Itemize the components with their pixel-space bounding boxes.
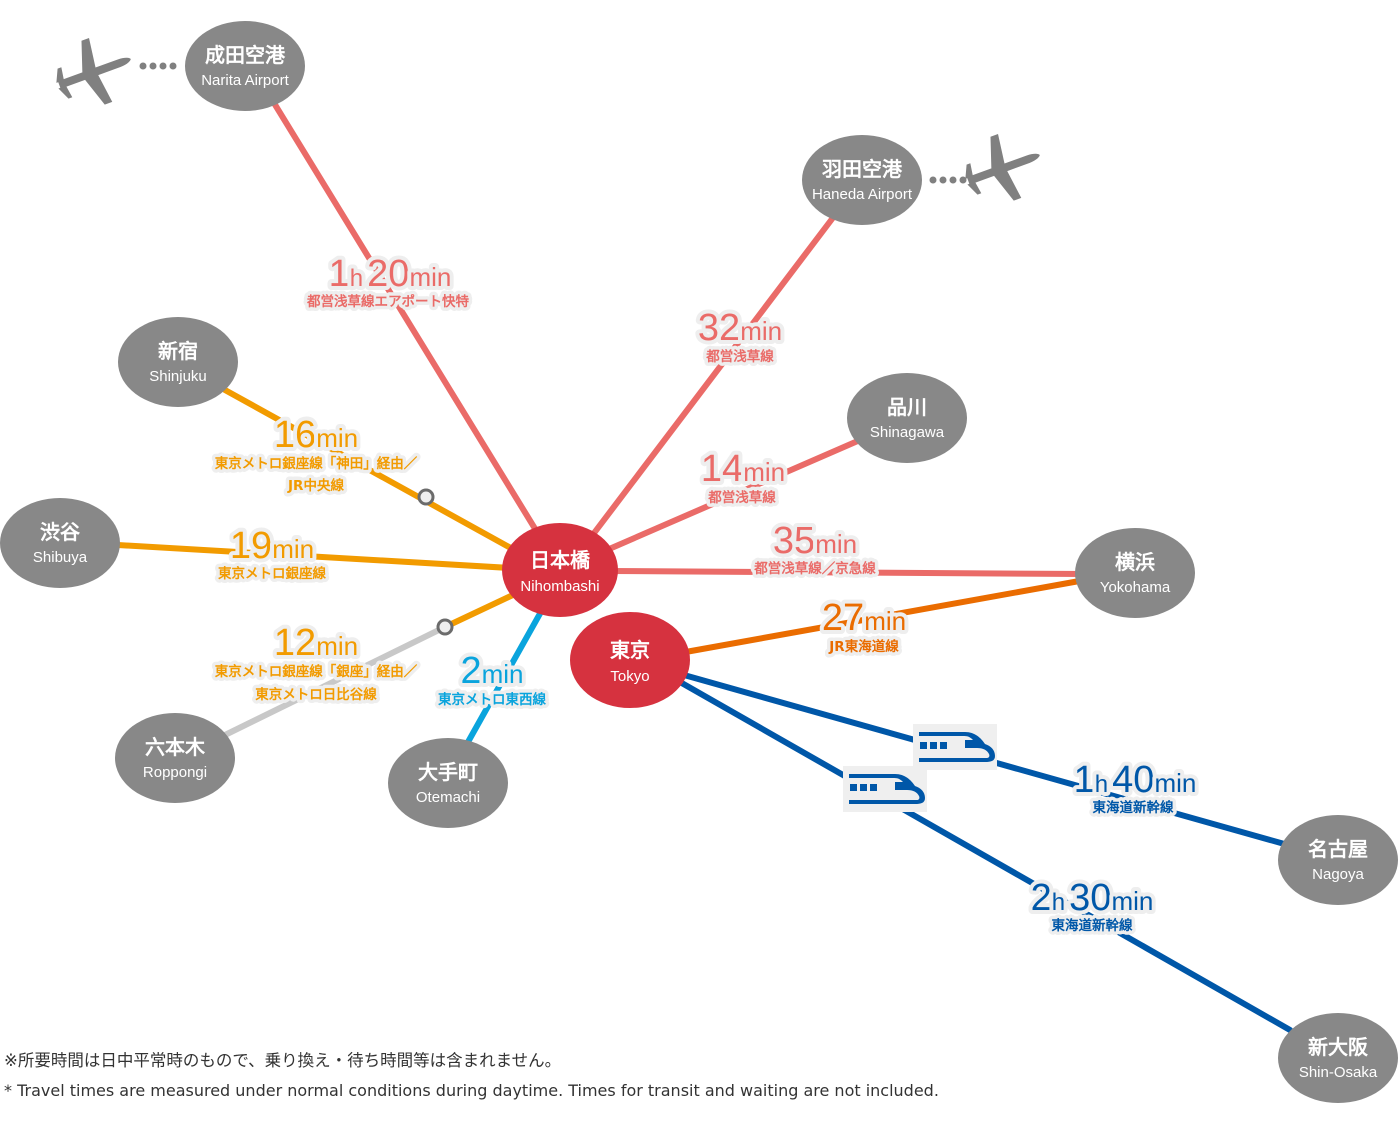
station-name-jp: 品川 (887, 395, 927, 419)
station-name-jp: 新大阪 (1308, 1035, 1369, 1059)
shinkansen-train-icon (913, 724, 997, 770)
airplane-icon (45, 27, 143, 118)
dotted-connector (139, 62, 177, 70)
station-tokyo[interactable]: 東京 Tokyo (570, 612, 690, 708)
station-otemachi[interactable]: 大手町 Otemachi (388, 738, 508, 828)
route-label-yokohama-asakusa: 35min 都営浅草線／京急線 (750, 516, 880, 581)
station-roppongi[interactable]: 六本木 Roppongi (115, 713, 235, 803)
station-nagoya[interactable]: 名古屋 Nagoya (1278, 815, 1398, 905)
line-name: JR中央線 (287, 477, 344, 494)
route-label-shinagawa: 14min 都営浅草線 (697, 444, 789, 510)
svg-text:35min: 35min (773, 520, 857, 562)
line-name: 東京メトロ銀座線「銀座」経由／ (215, 663, 418, 680)
station-name-en: Yokohama (1100, 579, 1171, 596)
line-name: JR東海道線 (828, 638, 899, 655)
station-name-jp: 名古屋 (1308, 837, 1368, 861)
dotted-connector (929, 176, 967, 184)
line-shinjuku (222, 387, 521, 555)
svg-text:19min: 19min (230, 525, 314, 567)
line-name: 東海道新幹線 (1093, 799, 1174, 816)
svg-text:12min: 12min (274, 622, 358, 664)
line-shibuya (115, 542, 513, 571)
station-name-en: Otemachi (416, 789, 480, 806)
station-yokohama[interactable]: 横浜 Yokohama (1075, 528, 1195, 618)
station-name-en: Narita Airport (201, 72, 289, 89)
station-nihombashi[interactable]: 日本橋 Nihombashi (502, 523, 618, 617)
station-name-jp: 渋谷 (40, 520, 81, 544)
station-name-en: Shinjuku (149, 368, 207, 385)
station-shinagawa[interactable]: 品川 Shinagawa (847, 373, 967, 463)
station-name-jp: 新宿 (158, 339, 198, 363)
line-roppongi-hibiya (222, 624, 448, 738)
svg-text:16min: 16min (274, 414, 358, 456)
line-name: 都営浅草線エアポート快特 (306, 293, 469, 310)
line-name: 都営浅草線 (707, 489, 776, 506)
station-shinjuku[interactable]: 新宿 Shinjuku (118, 317, 238, 407)
station-name-en: Tokyo (610, 668, 649, 685)
line-narita (271, 100, 548, 548)
station-haneda[interactable]: 羽田空港 Haneda Airport (802, 135, 922, 225)
line-name: 東京メトロ日比谷線 (255, 686, 377, 703)
station-name-jp: 羽田空港 (822, 157, 903, 181)
airplane-icon (954, 123, 1052, 214)
station-name-jp: 六本木 (145, 735, 206, 759)
station-name-en: Roppongi (143, 764, 207, 781)
station-name-en: Nagoya (1312, 866, 1364, 883)
station-narita[interactable]: 成田空港 Narita Airport (185, 21, 305, 111)
station-name-jp: 東京 (610, 638, 650, 662)
station-name-en: Shin-Osaka (1299, 1064, 1378, 1081)
line-yokohama-jr (677, 577, 1088, 656)
line-name: 東海道新幹線 (1052, 917, 1133, 934)
route-label-otemachi: 2min 東京メトロ東西線 (435, 646, 550, 712)
route-label-yokohama-jr: 27min JR東海道線 (818, 593, 910, 659)
station-shinosaka[interactable]: 新大阪 Shin-Osaka (1278, 1013, 1398, 1103)
footnote-en: * Travel times are measured under normal… (4, 1081, 939, 1100)
footnote-jp: ※所要時間は日中平常時のもので、乗り換え・待ち時間等は含まれません。 (4, 1051, 562, 1070)
station-name-en: Shinagawa (870, 424, 945, 441)
line-name: 都営浅草線 (705, 348, 774, 365)
line-shinosaka (677, 679, 1293, 1033)
station-name-en: Nihombashi (520, 578, 599, 595)
transfer-point-icon (436, 618, 454, 636)
line-otemachi (465, 607, 545, 745)
station-name-jp: 大手町 (418, 760, 478, 784)
line-name: 東京メトロ銀座線 (218, 565, 326, 582)
svg-text:14min: 14min (701, 448, 785, 490)
line-name: 都営浅草線／京急線 (753, 560, 876, 577)
route-label-shibuya: 19min 東京メトロ銀座線 (215, 521, 330, 586)
line-yokohama-asakusa (607, 568, 1088, 577)
line-name: 東京メトロ銀座線「神田」経由／ (215, 455, 418, 472)
route-lines (115, 100, 1293, 1033)
svg-text:2min: 2min (460, 650, 523, 692)
shinkansen-train-icon (843, 766, 927, 812)
route-label-haneda: 32min 都営浅草線 (694, 303, 786, 369)
line-shinagawa (597, 437, 863, 556)
station-name-en: Shibuya (33, 549, 88, 566)
line-haneda (582, 212, 838, 548)
transfer-point-icon (417, 488, 435, 506)
station-name-jp: 成田空港 (205, 43, 286, 67)
svg-text:27min: 27min (822, 597, 906, 639)
route-label-roppongi: 12min 東京メトロ銀座線「銀座」経由／ 東京メトロ日比谷線 (211, 618, 421, 707)
route-label-shinjuku: 16min 東京メトロ銀座線「神田」経由／ JR中央線 (211, 410, 421, 498)
line-roppongi-ginza (442, 591, 518, 630)
station-name-jp: 横浜 (1115, 550, 1155, 574)
station-name-jp: 日本橋 (530, 548, 591, 572)
svg-text:32min: 32min (698, 307, 782, 349)
station-name-en: Haneda Airport (812, 186, 913, 203)
line-name: 東京メトロ東西線 (438, 691, 546, 708)
station-shibuya[interactable]: 渋谷 Shibuya (0, 498, 120, 588)
